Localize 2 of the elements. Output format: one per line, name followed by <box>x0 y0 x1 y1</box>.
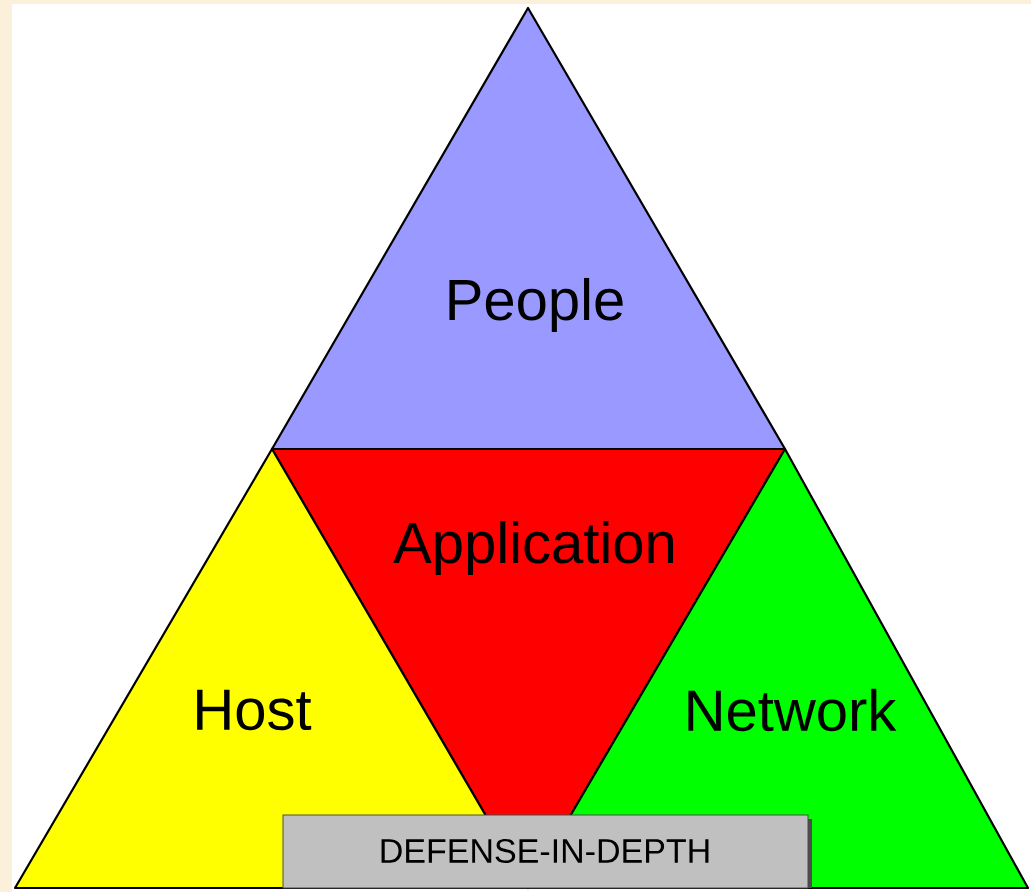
triangle-segment: People <box>270 6 787 451</box>
label-box: DEFENSE-IN-DEPTH <box>282 814 812 889</box>
